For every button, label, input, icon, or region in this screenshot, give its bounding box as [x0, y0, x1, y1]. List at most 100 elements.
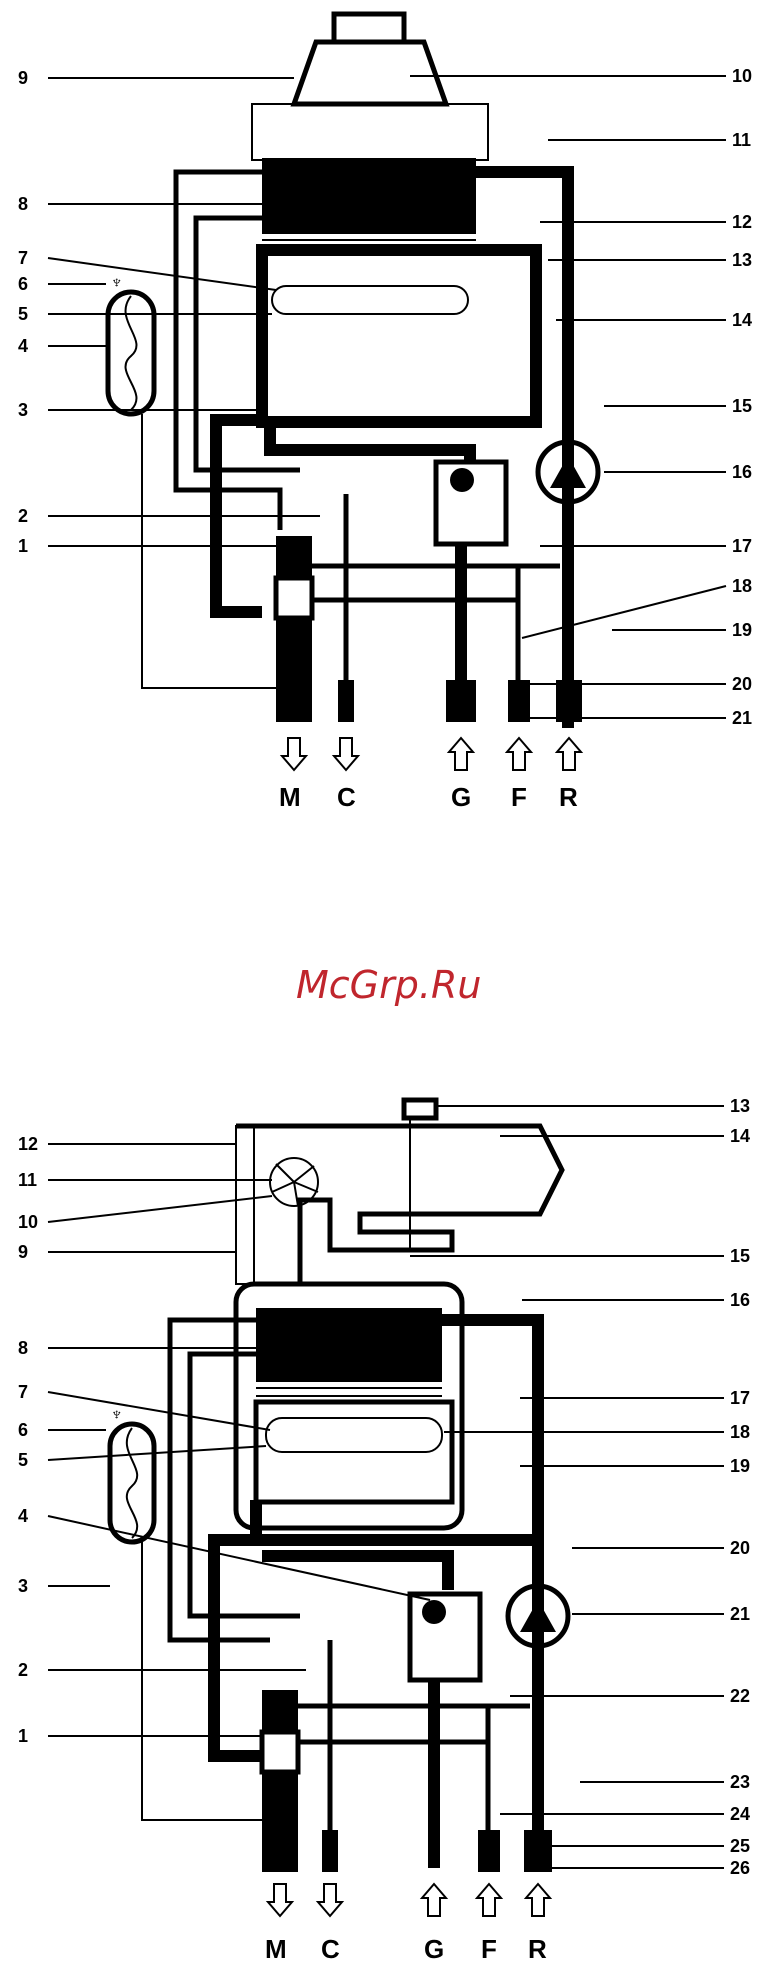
connection-m-fitting: [276, 620, 312, 722]
heat-exchanger: [262, 158, 476, 234]
callout-label: 19: [732, 620, 752, 640]
heating-flow-pipe-bottom: [214, 1500, 262, 1756]
callout-label: 12: [732, 212, 752, 232]
callout-label: 23: [730, 1772, 750, 1792]
callout-label: 7: [18, 1382, 28, 1402]
leader-lines-bottom-right: [410, 1106, 724, 1868]
callout-label: 15: [732, 396, 752, 416]
connection-r-fitting: [556, 680, 582, 722]
callout-label: 13: [732, 250, 752, 270]
diverter-valve: [276, 536, 312, 576]
callout-label: 5: [18, 1450, 28, 1470]
connection-label-g: G: [451, 782, 471, 812]
labels-bottom-right: 13 14 15 16 17 18 19 20 21 22 23 24 25 2…: [730, 1096, 750, 1878]
callout-label: 22: [730, 1686, 750, 1706]
callout-label: 18: [730, 1422, 750, 1442]
expansion-vessel-membrane-bottom: [127, 1428, 137, 1538]
gas-valve-coil-bottom: [422, 1600, 446, 1624]
connection-r-fitting-bottom: [524, 1830, 552, 1872]
callout-label: 6: [18, 1420, 28, 1440]
callout-label: 18: [732, 576, 752, 596]
callout-label: 8: [18, 1338, 28, 1358]
connection-label-f: F: [511, 782, 527, 812]
air-vent-icon: ♆: [110, 272, 124, 292]
expansion-vessel-bottom: [110, 1424, 154, 1542]
air-vent-icon: ♆: [110, 1404, 124, 1424]
callout-label: 14: [732, 310, 752, 330]
draft-hood: [294, 42, 446, 104]
diagram-bottom: ♆: [18, 1096, 750, 1964]
connection-label-g: G: [424, 1934, 444, 1964]
connection-g-fitting: [446, 680, 476, 722]
connection-label-c: C: [321, 1934, 340, 1964]
callout-label: 1: [18, 1726, 28, 1746]
connection-f-fitting: [508, 680, 530, 722]
connection-label-c: C: [337, 782, 356, 812]
expansion-vessel-pipe-bottom: [142, 1542, 262, 1820]
connection-arrows-bottom: [268, 1884, 550, 1916]
gas-burner-pipe-bottom: [262, 1556, 448, 1590]
connection-c-fitting: [338, 680, 354, 722]
combustion-chamber-top: [252, 104, 488, 160]
callout-label: 1: [18, 536, 28, 556]
callout-label: 11: [732, 130, 751, 150]
burner-bottom: [266, 1418, 442, 1452]
callout-label: 19: [730, 1456, 750, 1476]
gas-valve-bottom: [410, 1594, 480, 1680]
callout-label: 25: [730, 1836, 750, 1856]
diagram-top: ♆: [18, 14, 752, 812]
connection-labels-top: M C G F R: [279, 782, 578, 812]
pump-arrow-icon: [550, 456, 586, 488]
connection-label-r: R: [528, 1934, 547, 1964]
callout-label: 16: [732, 462, 752, 482]
callout-label: 24: [730, 1804, 750, 1824]
connection-label-f: F: [481, 1934, 497, 1964]
callout-label: 21: [730, 1604, 750, 1624]
burner: [272, 286, 468, 314]
flow-switch-bottom: [262, 1732, 298, 1772]
heat-exchanger-fins-bottom: [256, 1388, 442, 1396]
connection-label-m: M: [279, 782, 301, 812]
gas-valve-coil: [450, 468, 474, 492]
labels-top-left: 9 8 7 6 5 4 3 2 1: [18, 68, 28, 556]
callout-label: 5: [18, 304, 28, 324]
callout-label: 4: [18, 1506, 28, 1526]
connection-label-r: R: [559, 782, 578, 812]
callout-label: 26: [730, 1858, 750, 1878]
callout-label: 6: [18, 274, 28, 294]
callout-label: 2: [18, 506, 28, 526]
air-pressure-switch: [404, 1100, 436, 1118]
connection-arrows-top: [282, 738, 581, 770]
callout-label: 17: [730, 1388, 750, 1408]
callout-label: 8: [18, 194, 28, 214]
labels-top-right: 10 11 12 13 14 15 16 17 18 19 20 21: [732, 66, 752, 728]
diverter-valve-bottom: [262, 1690, 298, 1730]
callout-label: 11: [18, 1170, 37, 1190]
callout-label: 14: [730, 1126, 750, 1146]
callout-label: 10: [732, 66, 752, 86]
callout-label: 15: [730, 1246, 750, 1266]
connection-c-fitting-bottom: [322, 1830, 338, 1872]
callout-label: 4: [18, 336, 28, 356]
callout-label: 12: [18, 1134, 38, 1154]
connection-f-fitting-bottom: [478, 1830, 500, 1872]
callout-label: 10: [18, 1212, 38, 1232]
connection-m-fitting-bottom: [262, 1774, 298, 1872]
fan-housing: [236, 1126, 254, 1284]
return-pipe-bottom-left: [190, 1354, 300, 1616]
callout-label: 7: [18, 248, 28, 268]
connection-label-m: M: [265, 1934, 287, 1964]
combustion-chamber: [262, 250, 536, 422]
callout-label: 20: [732, 674, 752, 694]
callout-label: 3: [18, 400, 28, 420]
callout-label: 17: [732, 536, 752, 556]
flue-outlet: [334, 14, 404, 42]
callout-label: 3: [18, 1576, 28, 1596]
callout-label: 16: [730, 1290, 750, 1310]
pump-arrow-icon: [520, 1600, 556, 1632]
flow-switch: [276, 578, 312, 618]
callout-label: 13: [730, 1096, 750, 1116]
callout-label: 21: [732, 708, 752, 728]
connection-labels-bottom: M C G F R: [265, 1934, 547, 1964]
